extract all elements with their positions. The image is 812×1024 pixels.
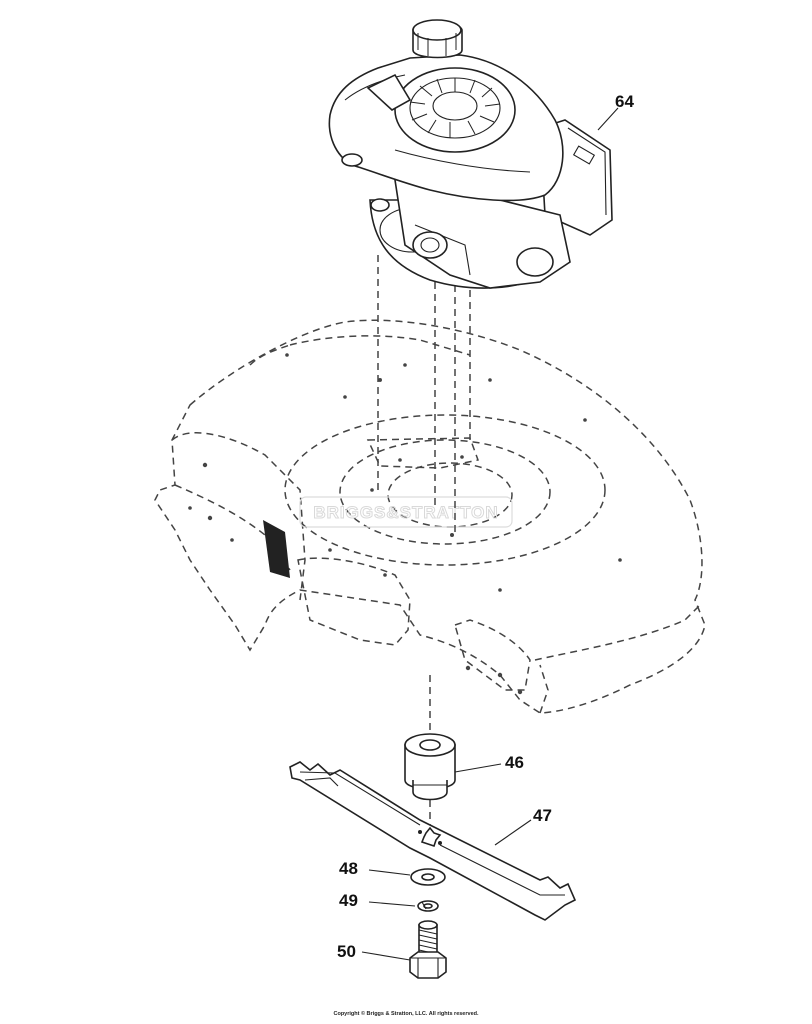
assembly-lines	[377, 255, 471, 840]
lock-washer[interactable]	[417, 900, 439, 912]
blade[interactable]	[289, 761, 577, 921]
callout-46: 46	[505, 753, 524, 772]
callout-47: 47	[533, 806, 552, 825]
bolt[interactable]	[409, 920, 447, 979]
callout-49: 49	[339, 891, 358, 910]
leader-lines	[361, 107, 619, 961]
callout-48: 48	[339, 859, 358, 878]
brand-watermark: BRIGGS&STRATTON	[299, 496, 513, 528]
mower-deck	[154, 319, 706, 714]
watermark-text: BRIGGS&STRATTON	[313, 503, 498, 522]
deck-baffle	[263, 520, 290, 578]
engine[interactable]	[328, 19, 613, 289]
callout-labels: 64 46 47 48 49 50	[337, 92, 634, 961]
washer[interactable]	[410, 868, 446, 886]
callout-64: 64	[615, 92, 634, 111]
blade-adapter[interactable]	[404, 733, 456, 801]
callout-50: 50	[337, 942, 356, 961]
copyright-notice: Copyright © Briggs & Stratton, LLC. All …	[333, 1011, 479, 1017]
